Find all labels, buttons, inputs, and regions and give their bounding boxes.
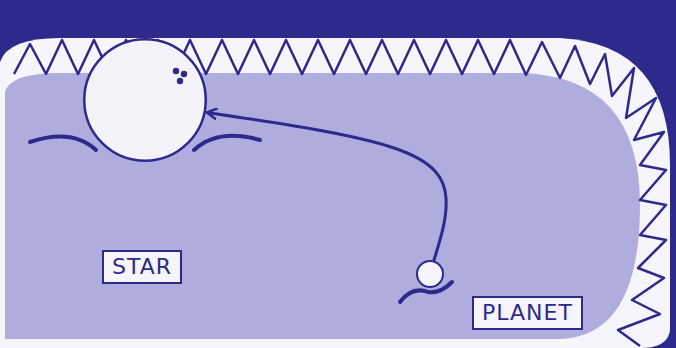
star-shadow-right [194,136,260,150]
circle-shape [84,39,206,161]
circle-shape [417,261,443,287]
star-spot [173,68,179,74]
zigzag-border [14,40,666,346]
planet-circle: PLANET [416,260,444,288]
orbit-arrow [207,112,446,260]
star-circle: STAR [83,38,207,162]
star-spot [177,78,183,84]
name-label: PLANET [472,296,583,330]
star-shadow-left [30,137,96,150]
name-label: STAR [102,250,182,284]
circle-outline [83,38,207,162]
frame-band [0,38,670,348]
circle-outline [416,260,444,288]
star-spot [181,71,187,77]
